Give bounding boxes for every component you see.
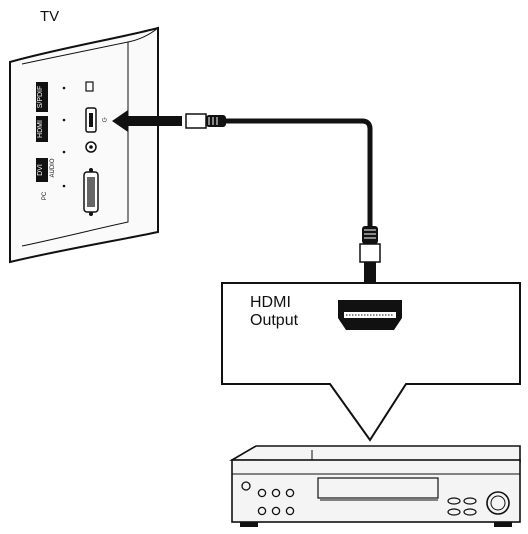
svg-text:DVI: DVI xyxy=(37,164,44,176)
tag-dvi: DVI xyxy=(36,158,48,182)
tv-port-tags: S/PDIF HDMI AUDIO DVI PC xyxy=(36,82,66,200)
svg-text:⏻: ⏻ xyxy=(102,117,107,124)
callout-box xyxy=(221,282,521,442)
hdmi-output-label-line2: Output xyxy=(250,312,299,329)
tag-pc: PC xyxy=(42,191,48,200)
svg-text:AUDIO: AUDIO xyxy=(50,158,56,177)
svg-text:HDMI: HDMI xyxy=(37,120,44,138)
svg-text:S/PDIF: S/PDIF xyxy=(37,86,44,109)
tv-ports: ⏻ xyxy=(83,81,107,216)
svg-text:PC: PC xyxy=(42,191,48,200)
tv-panel xyxy=(9,26,159,264)
tv-label: TV xyxy=(40,8,60,25)
tag-hdmi: HDMI xyxy=(36,116,48,142)
hdmi-output-label: HDMI Output xyxy=(250,294,298,330)
optical-port-icon xyxy=(85,81,94,92)
hdmi-cable xyxy=(185,113,381,263)
tag-audio: AUDIO xyxy=(50,158,56,177)
hdmi-output-label-line1: HDMI xyxy=(250,294,291,311)
hdmi-plug-icon xyxy=(185,113,207,129)
dvd-player-icon xyxy=(229,445,521,527)
tag-spdif: S/PDIF xyxy=(36,82,48,112)
arrow-left-icon xyxy=(112,110,182,132)
hdmi-output-port-icon xyxy=(338,300,402,330)
